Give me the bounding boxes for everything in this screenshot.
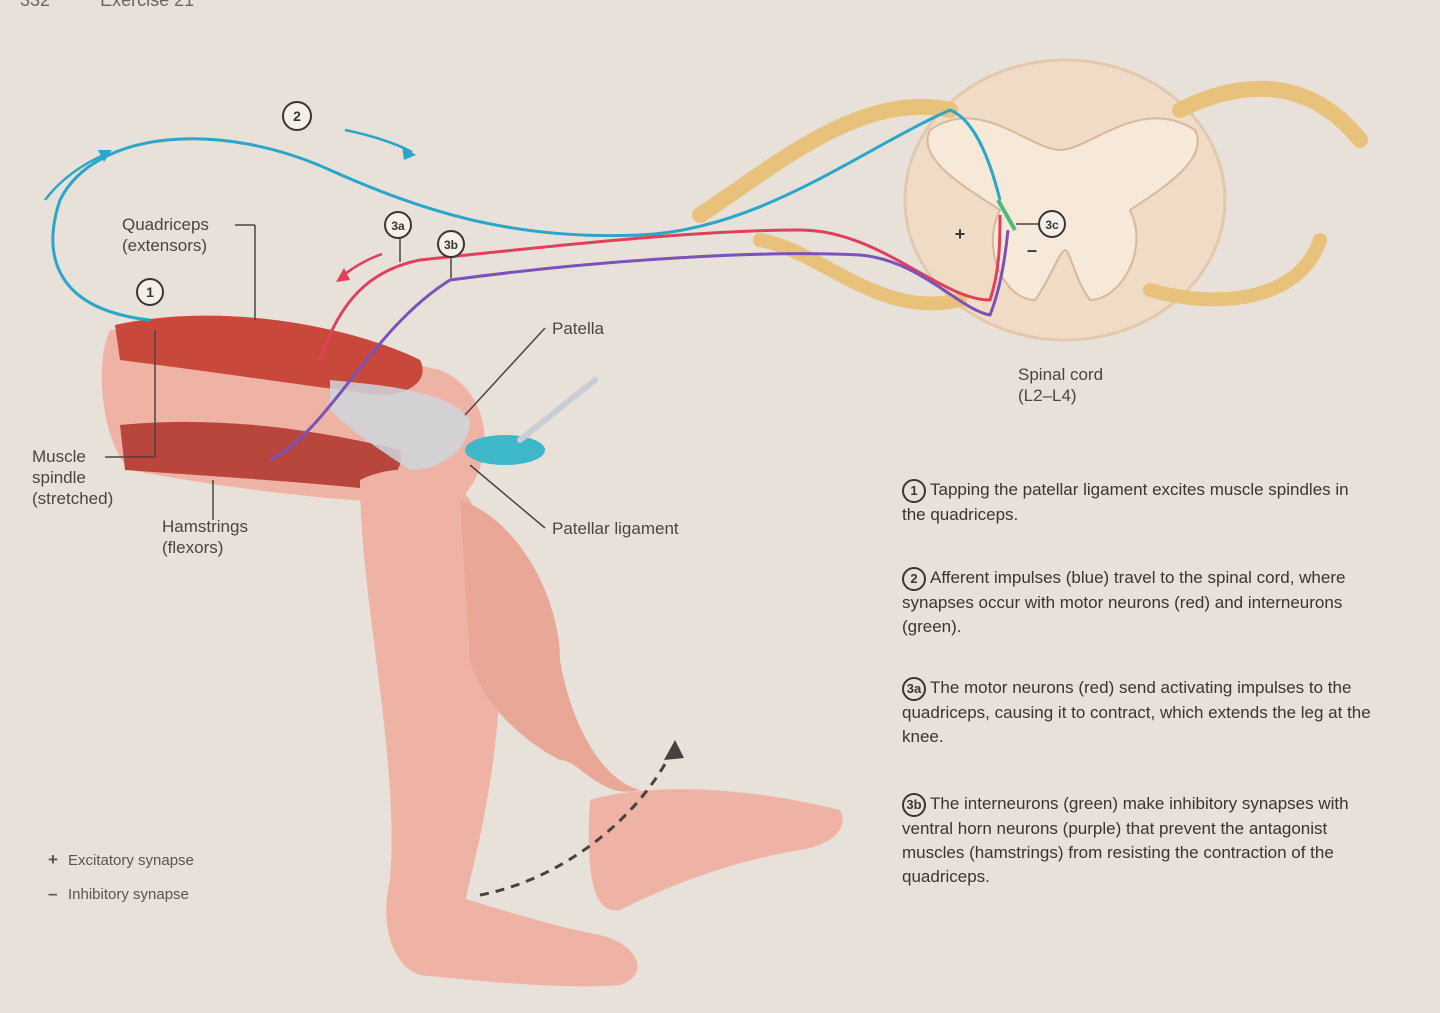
label-quadriceps: Quadriceps (extensors) [122, 214, 209, 256]
patella-bone [465, 435, 545, 465]
label-hamstrings-line2: (flexors) [162, 538, 224, 557]
ventral-horn-neuron [269, 229, 1010, 462]
step-3b-badge: 3b [902, 792, 926, 817]
marker-3b-circle [437, 230, 465, 258]
neural-pathways [44, 108, 1017, 462]
step-1-badge: 1 [902, 478, 926, 503]
label-spinal-cord-line2: (L2–L4) [1018, 386, 1077, 405]
quadriceps-muscle [115, 315, 423, 395]
page-header-crop: 332 Exercise 21 [20, 0, 194, 11]
spinal-cord-illustration [692, 58, 1368, 342]
dorsal-root-left [692, 98, 958, 223]
label-quadriceps-line1: Quadriceps [122, 215, 209, 234]
label-spindle-line3: (stretched) [32, 489, 114, 508]
legend-excitatory: + Excitatory synapse [48, 850, 194, 870]
legend-plus-symbol: + [48, 850, 58, 869]
marker-2: 2 [282, 101, 312, 131]
knee-tendon [330, 380, 470, 470]
extended-foot [588, 789, 843, 911]
exercise-title: Exercise 21 [100, 0, 195, 10]
kick-arrow-head [664, 740, 684, 760]
step-2-badge: 2 [902, 566, 926, 591]
marker-1: 1 [136, 278, 164, 306]
label-muscle-spindle: Muscle spindle (stretched) [32, 446, 113, 509]
label-spindle-line2: spindle [32, 468, 86, 487]
label-spinal-cord-line1: Spinal cord [1018, 365, 1104, 384]
step-2-body: Afferent impulses (blue) travel to the s… [902, 568, 1346, 636]
afferent-arrow-left [44, 151, 109, 201]
marker-3c-text: 3c [1045, 218, 1059, 232]
marker-3c: 3c [1038, 210, 1066, 238]
step-3b-body: The interneurons (green) make inhibitory… [902, 794, 1349, 886]
leg-illustration [101, 315, 843, 987]
reflex-hammer [517, 377, 598, 443]
marker-3b: 3b [437, 230, 465, 258]
marker-1-circle [136, 278, 164, 306]
marker-3a-circle [384, 211, 412, 239]
dorsal-root-right [1172, 80, 1368, 148]
afferent-arrow-right [344, 128, 413, 154]
gray-matter [926, 117, 1199, 302]
step-3a-body: The motor neurons (red) send activating … [902, 678, 1371, 746]
step-markers: 1 2 3a 3b 3c + – [136, 101, 1066, 306]
afferent-arrow-left-head [98, 150, 112, 162]
label-hamstrings: Hamstrings (flexors) [162, 516, 248, 558]
afferent-arrow-right-head [402, 146, 416, 160]
marker-3c-circle [1038, 210, 1066, 238]
synapse-minus: – [1027, 240, 1037, 260]
step-1-body: Tapping the patellar ligament excites mu… [902, 480, 1349, 524]
legend-minus-symbol: – [48, 884, 58, 903]
marker-3b-text: 3b [444, 238, 458, 252]
lower-leg-front [460, 500, 640, 792]
marker-2-text: 2 [293, 108, 301, 124]
legend-inhibitory: –Inhibitory synapse [48, 884, 189, 904]
label-spindle-line1: Muscle [32, 447, 86, 466]
label-patellar-ligament: Patellar ligament [552, 519, 679, 538]
leader-patella [464, 327, 546, 416]
afferent-neuron [51, 108, 1002, 322]
interneuron [996, 199, 1017, 231]
label-quadriceps-line2: (extensors) [122, 236, 208, 255]
ventral-root-left [753, 233, 967, 311]
synapse-plus: + [955, 224, 966, 244]
marker-3a: 3a [384, 211, 412, 239]
label-hamstrings-line1: Hamstrings [162, 517, 248, 536]
marker-1-text: 1 [146, 284, 154, 300]
ventral-root-right [1143, 233, 1327, 307]
hamstrings-muscle [120, 421, 401, 488]
resting-foot [386, 880, 638, 987]
step-3a-badge: 3a [902, 676, 926, 701]
legend-excitatory-text: Excitatory synapse [68, 852, 194, 869]
leader-patellar-ligament [469, 464, 546, 529]
motor-neuron [318, 214, 1002, 361]
legend-inhibitory-text: Inhibitory synapse [68, 886, 189, 903]
marker-2-circle [282, 101, 312, 131]
label-patella: Patella [552, 319, 604, 338]
marker-3a-text: 3a [391, 219, 405, 233]
label-spinal-cord: Spinal cord (L2–L4) [1018, 364, 1103, 406]
lower-leg-back [360, 469, 501, 965]
leader-lines [105, 223, 1038, 529]
motor-arrow-head [336, 268, 350, 282]
page-number: 332 [20, 0, 51, 10]
